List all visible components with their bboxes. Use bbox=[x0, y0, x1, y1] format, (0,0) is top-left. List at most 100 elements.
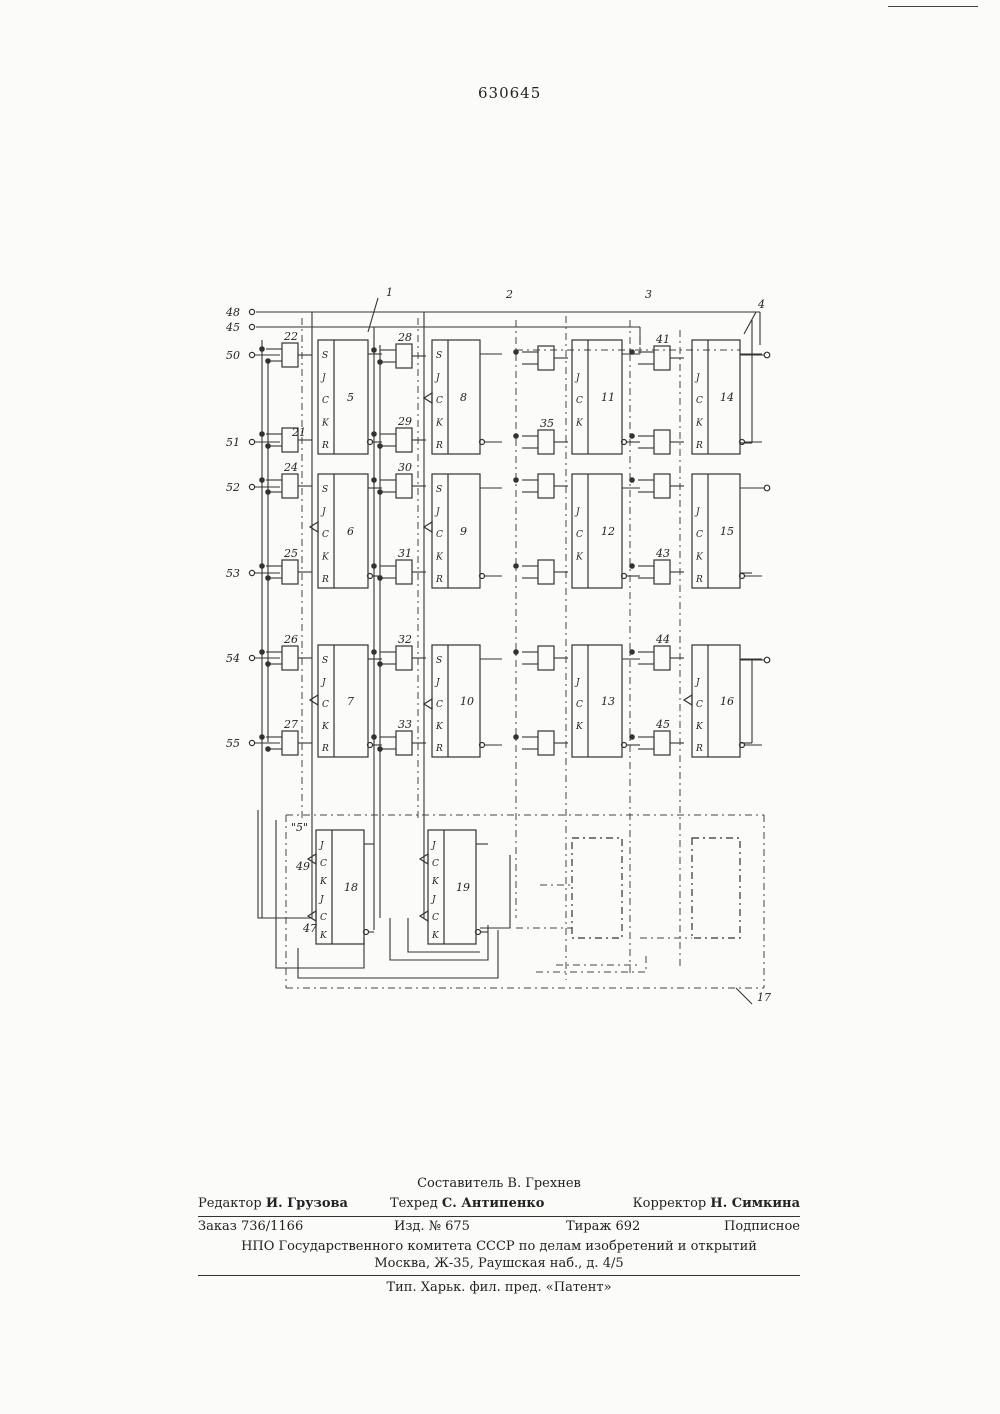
gate-label-49: 49 bbox=[295, 860, 310, 873]
flipflop-label: 6 bbox=[347, 525, 354, 538]
gate-43 bbox=[654, 560, 670, 584]
gate-35 bbox=[538, 430, 554, 454]
gate-44 bbox=[654, 646, 670, 670]
pin-label: K bbox=[695, 722, 704, 732]
junction-dot bbox=[378, 360, 382, 364]
gate-30 bbox=[396, 474, 412, 498]
gate-label: 45 bbox=[655, 718, 670, 731]
inverter-16 bbox=[684, 695, 692, 705]
pin-label: R bbox=[321, 575, 329, 585]
inverter-10 bbox=[424, 699, 432, 709]
pin-label: K bbox=[321, 722, 330, 732]
pin-label: J bbox=[694, 508, 701, 518]
gate-31 bbox=[396, 560, 412, 584]
junction-dot bbox=[630, 350, 634, 354]
pin-label: C bbox=[576, 700, 583, 710]
flipflop-label: 8 bbox=[460, 391, 467, 404]
junction-dot bbox=[266, 747, 270, 751]
flipflop-label: 15 bbox=[720, 525, 734, 538]
input-terminal bbox=[249, 740, 254, 745]
pin-label: J bbox=[318, 841, 325, 851]
input-terminal bbox=[249, 439, 254, 444]
junction-dot bbox=[372, 735, 376, 739]
gate- bbox=[654, 430, 670, 454]
pin-label: K bbox=[321, 553, 330, 563]
gate- bbox=[538, 474, 554, 498]
leader bbox=[736, 988, 752, 1004]
junction-dot bbox=[266, 359, 270, 363]
labels: 4845505152535455SJCKR5SJCKR6SJCKR7222124… bbox=[225, 286, 771, 1004]
flipflop-label: 10 bbox=[460, 695, 474, 708]
pin-label: S bbox=[436, 351, 442, 361]
pin-label: K bbox=[695, 419, 704, 429]
flipflop-label: 5 bbox=[347, 391, 354, 404]
pin-label: K bbox=[319, 877, 328, 887]
order-line: Заказ 736/1166 Изд. № 675 Тираж 692 Подп… bbox=[198, 1219, 800, 1239]
gate-32 bbox=[396, 646, 412, 670]
input-label-55: 55 bbox=[226, 737, 240, 750]
pin-label: S bbox=[436, 485, 442, 495]
pin-label: K bbox=[435, 553, 444, 563]
junction-dot bbox=[378, 490, 382, 494]
gate-22 bbox=[282, 343, 298, 367]
gate-45 bbox=[654, 731, 670, 755]
flipflop-label: 18 bbox=[344, 881, 358, 894]
group-label-17: 17 bbox=[757, 991, 771, 1004]
junction-dot bbox=[372, 348, 376, 352]
input-label-54: 54 bbox=[226, 652, 240, 665]
pin-label: R bbox=[435, 744, 443, 754]
pin-label: R bbox=[695, 575, 703, 585]
pin-label: C bbox=[322, 396, 329, 406]
junction-dot bbox=[260, 735, 264, 739]
pin-label: K bbox=[431, 877, 440, 887]
pin-label: S bbox=[436, 656, 442, 666]
junction-dot bbox=[630, 478, 634, 482]
pin-label: J bbox=[574, 374, 581, 384]
wiring bbox=[255, 298, 764, 1004]
group-label-2: 2 bbox=[505, 288, 513, 301]
pin-label: J bbox=[574, 678, 581, 688]
gate-label-47: 47 bbox=[302, 922, 317, 935]
imprint-block: Составитель В. Грехнев Редактор И. Грузо… bbox=[198, 1176, 800, 1300]
pin-label: K bbox=[435, 722, 444, 732]
output-terminal bbox=[764, 485, 770, 491]
input-terminal bbox=[249, 352, 254, 357]
group-label-4: 4 bbox=[757, 298, 765, 311]
group-label-1: 1 bbox=[386, 286, 393, 299]
pin-label: J bbox=[574, 508, 581, 518]
pin-label: R bbox=[695, 744, 703, 754]
printer: Тип. Харьк. фил. пред. «Патент» bbox=[198, 1280, 800, 1300]
pin-label: C bbox=[696, 530, 703, 540]
input-terminal bbox=[249, 324, 254, 329]
gate-label: 28 bbox=[397, 331, 412, 344]
junction-dot bbox=[514, 650, 518, 654]
pin-label: R bbox=[435, 441, 443, 451]
pin-label: K bbox=[695, 553, 704, 563]
flipflop-label: 14 bbox=[720, 391, 734, 404]
gate-label: 43 bbox=[655, 547, 670, 560]
leader bbox=[744, 312, 756, 334]
pin-label: R bbox=[435, 575, 443, 585]
junction-dot bbox=[266, 576, 270, 580]
corrector: Корректор Н. Симкина bbox=[633, 1196, 800, 1211]
techred: Техред С. Антипенко bbox=[390, 1196, 544, 1211]
pin-label: R bbox=[695, 441, 703, 451]
input-terminal bbox=[249, 570, 254, 575]
circuit-diagram: 4845505152535455SJCKR5SJCKR6SJCKR7222124… bbox=[0, 0, 1000, 1100]
pin-label: K bbox=[321, 419, 330, 429]
junction-dot bbox=[372, 432, 376, 436]
staff-line: Редактор И. Грузова Техред С. Антипенко … bbox=[198, 1196, 800, 1216]
pin-label: C bbox=[432, 859, 439, 869]
gate-label: 24 bbox=[283, 461, 298, 474]
pin-label: C bbox=[576, 396, 583, 406]
subscription: Подписное bbox=[724, 1219, 800, 1234]
inverter-7 bbox=[310, 695, 318, 705]
gate-label: 21 bbox=[291, 426, 306, 439]
junction-dot bbox=[630, 650, 634, 654]
junction-dot bbox=[378, 662, 382, 666]
flipflop-label: 7 bbox=[347, 695, 354, 708]
gate-label: 26 bbox=[283, 633, 298, 646]
pin-label: S bbox=[322, 485, 328, 495]
pin-label: C bbox=[320, 859, 327, 869]
pin-label: C bbox=[696, 396, 703, 406]
